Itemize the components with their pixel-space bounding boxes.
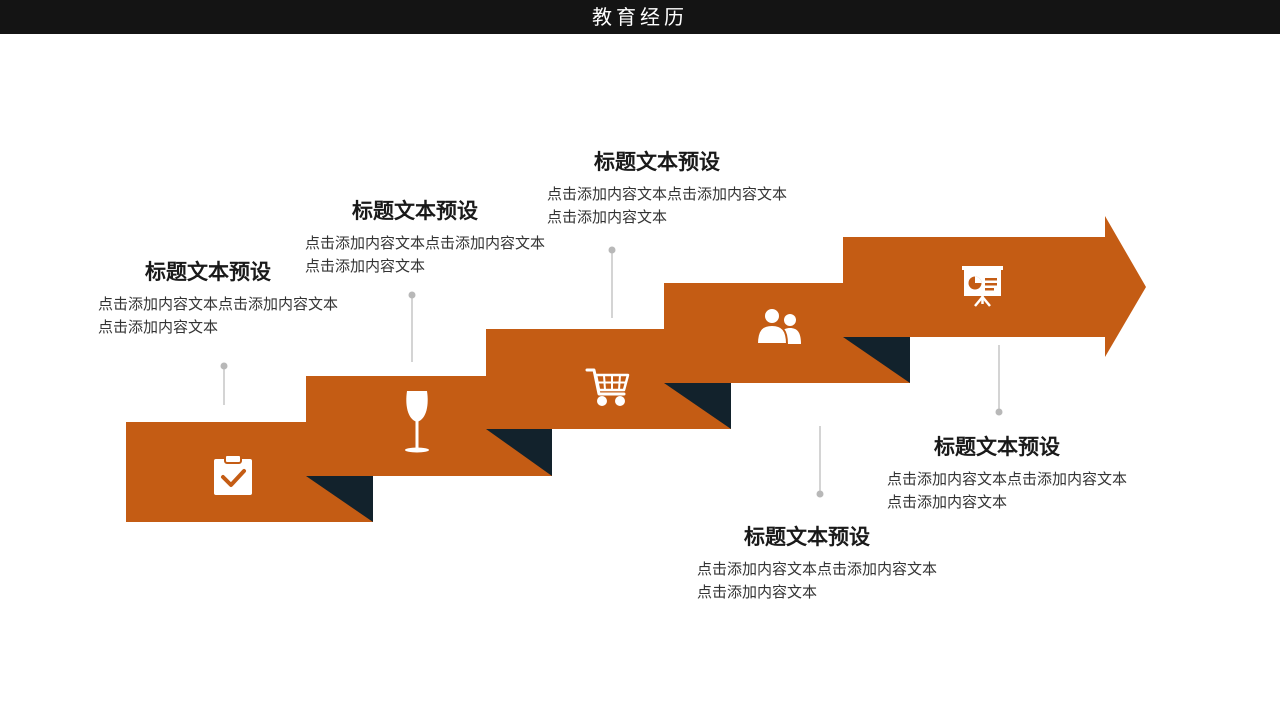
step-title: 标题文本预设 (744, 525, 870, 549)
step-fold-4 (843, 337, 910, 383)
presentation-board-icon (962, 266, 1003, 307)
header-bar: 教育经历 (0, 0, 1280, 34)
step-label-5: 标题文本预设 点击添加内容文本点击添加内容文本点击添加内容文本 (887, 433, 1137, 514)
step-label-1: 标题文本预设 点击添加内容文本点击添加内容文本点击添加内容文本 (98, 258, 348, 339)
step-description: 点击添加内容文本点击添加内容文本点击添加内容文本 (305, 234, 546, 275)
step-description: 点击添加内容文本点击添加内容文本点击添加内容文本 (887, 470, 1128, 511)
step-description: 点击添加内容文本点击添加内容文本点击添加内容文本 (547, 185, 788, 226)
shopping-cart-icon (585, 368, 630, 406)
connector-1 (220, 362, 228, 405)
step-description: 点击添加内容文本点击添加内容文本点击添加内容文本 (98, 295, 339, 336)
clipboard-check-icon (214, 454, 252, 495)
step-label-4: 标题文本预设 点击添加内容文本点击添加内容文本点击添加内容文本 (697, 523, 947, 604)
step-fold-2 (486, 429, 552, 476)
connector-4 (816, 426, 824, 498)
step-description: 点击添加内容文本点击添加内容文本点击添加内容文本 (697, 560, 938, 601)
users-icon (755, 307, 801, 345)
page-title: 教育经历 (592, 5, 688, 29)
step-title: 标题文本预设 (352, 199, 478, 223)
step-label-2: 标题文本预设 点击添加内容文本点击添加内容文本点击添加内容文本 (305, 197, 555, 278)
connector-3 (608, 246, 616, 318)
step-title: 标题文本预设 (145, 260, 271, 284)
step-label-3: 标题文本预设 点击添加内容文本点击添加内容文本点击添加内容文本 (547, 148, 797, 229)
connector-2 (408, 291, 416, 362)
wine-glass-icon (405, 391, 429, 453)
step-title: 标题文本预设 (934, 435, 1060, 459)
step-title: 标题文本预设 (594, 150, 720, 174)
step-fold-1 (306, 476, 373, 522)
step-fold-3 (664, 383, 731, 429)
connector-5 (995, 345, 1003, 416)
